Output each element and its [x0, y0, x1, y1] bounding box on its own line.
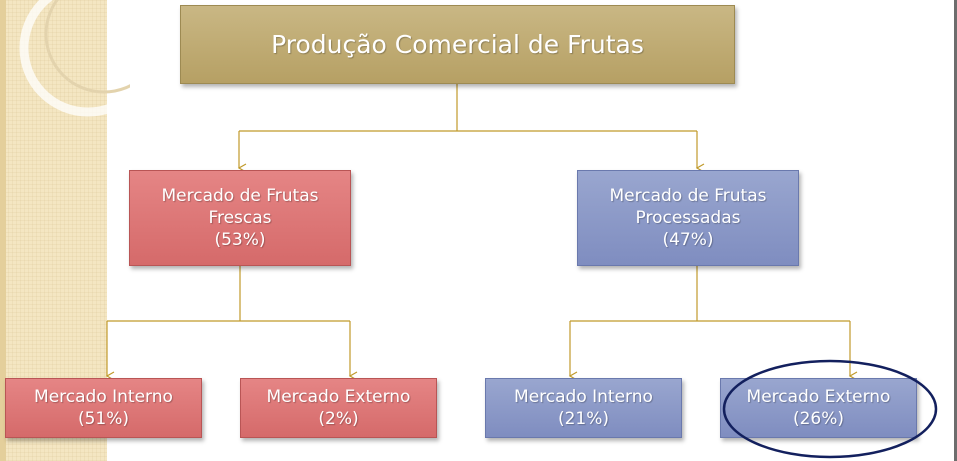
decorative-strip-edge	[0, 0, 6, 461]
leaf-label: Mercado Interno	[514, 387, 653, 407]
processed-market-subtitle: Processadas	[635, 208, 741, 228]
fresh-market-title: Mercado de Frutas	[161, 186, 319, 206]
fresh-fruit-market-node: Mercado de Frutas Frescas (53%)	[129, 170, 351, 266]
fresh-external-market-node: Mercado Externo (2%)	[240, 378, 437, 438]
fresh-internal-market-node: Mercado Interno (51%)	[5, 378, 202, 438]
leaf-label: Mercado Externo	[746, 387, 891, 407]
leaf-label: Mercado Externo	[266, 387, 411, 407]
decorative-rings	[19, 0, 130, 117]
processed-internal-market-node: Mercado Interno (21%)	[485, 378, 682, 438]
processed-external-market-node: Mercado Externo (26%)	[720, 378, 917, 438]
root-node: Produção Comercial de Frutas	[180, 5, 735, 84]
processed-market-share: (47%)	[662, 230, 714, 250]
processed-fruit-market-node: Mercado de Frutas Processadas (47%)	[577, 170, 799, 266]
leaf-share: (51%)	[77, 409, 130, 429]
fresh-market-share: (53%)	[214, 230, 266, 250]
leaf-label: Mercado Interno	[34, 387, 173, 407]
processed-market-title: Mercado de Frutas	[609, 186, 767, 206]
leaf-share: (2%)	[318, 409, 359, 429]
fresh-market-subtitle: Frescas	[208, 208, 272, 228]
root-node-label: Produção Comercial de Frutas	[271, 29, 644, 59]
right-edge-line	[954, 0, 957, 461]
leaf-share: (21%)	[557, 409, 610, 429]
leaf-share: (26%)	[792, 409, 845, 429]
